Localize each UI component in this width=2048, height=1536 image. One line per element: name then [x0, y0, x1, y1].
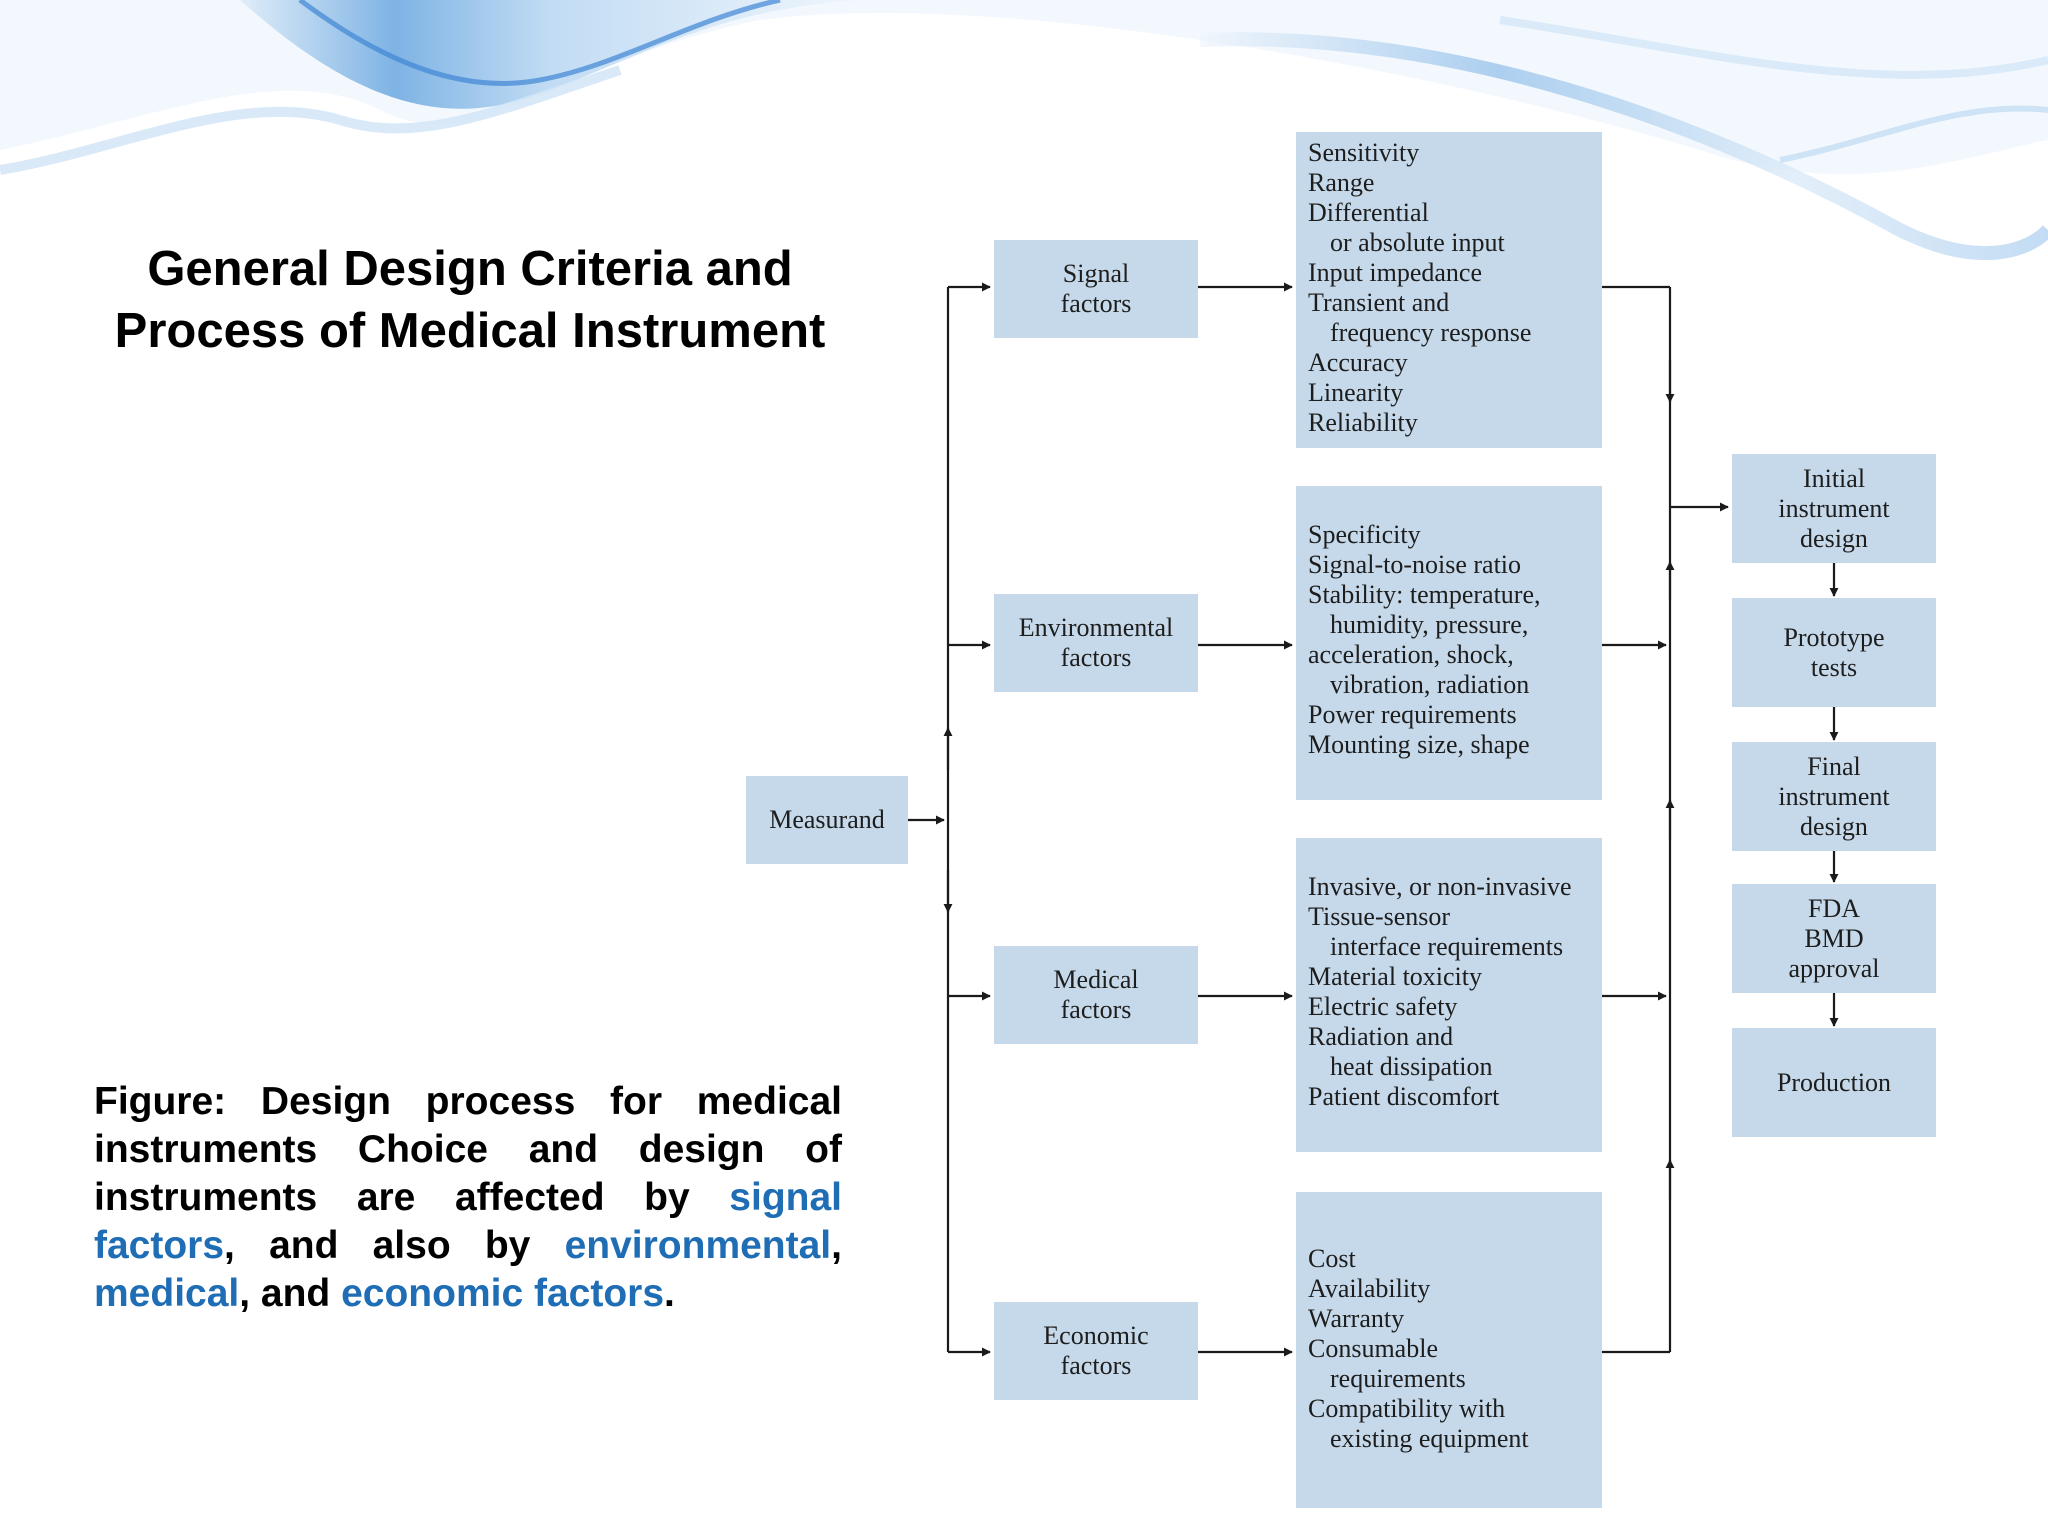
- criteria-item: acceleration, shock,: [1308, 640, 1514, 669]
- environmental-factors-box: Environmental factors: [994, 594, 1198, 692]
- criteria-item: Patient discomfort: [1308, 1082, 1500, 1111]
- criteria-item: Linearity: [1308, 378, 1404, 407]
- signal-factors-label: Signal factors: [1060, 259, 1132, 318]
- background-swoosh: [0, 0, 2048, 261]
- criteria-item: Differential: [1308, 198, 1429, 227]
- criteria-item: Power requirements: [1308, 700, 1517, 729]
- criteria-item: Specificity: [1308, 520, 1421, 549]
- caption-text: , and also by: [224, 1224, 565, 1267]
- criteria-item: Signal-to-noise ratio: [1308, 550, 1522, 579]
- criteria-item: Mounting size, shape: [1308, 730, 1530, 759]
- economic-factors-label: Economic factors: [1043, 1321, 1149, 1380]
- criteria-item: Compatibility with: [1308, 1394, 1506, 1423]
- caption-text: ,: [831, 1224, 842, 1267]
- criteria-item: interface requirements: [1330, 932, 1564, 961]
- criteria-item: Cost: [1308, 1244, 1356, 1273]
- criteria-item: Tissue-sensor: [1308, 902, 1451, 931]
- environmental-factors-label: Environmental factors: [1018, 613, 1174, 672]
- criteria-item: frequency response: [1330, 318, 1532, 347]
- initial-design-box: Initial instrument design: [1732, 454, 1936, 563]
- criteria-item: Stability: temperature,: [1308, 580, 1541, 609]
- criteria-item: Invasive, or non-invasive: [1308, 872, 1572, 901]
- criteria-item: Accuracy: [1308, 348, 1408, 377]
- prototype-tests-box: Prototype tests: [1732, 598, 1936, 707]
- caption-text: Figure: Design process for medical instr…: [94, 1080, 842, 1219]
- signal-factors-box: Signal factors: [994, 240, 1198, 338]
- measurand-label: Measurand: [769, 805, 885, 834]
- prototype-tests-label: Prototype tests: [1783, 622, 1885, 682]
- caption-highlight-environmental: environmental: [564, 1224, 832, 1267]
- page-title: General Design Criteria and Process of M…: [114, 242, 826, 358]
- medical-factors-box: Medical factors: [994, 946, 1198, 1044]
- criteria-item: Electric safety: [1308, 992, 1458, 1021]
- production-label: Production: [1776, 1067, 1892, 1097]
- fda-approval-box: FDA BMD approval: [1732, 884, 1936, 993]
- environmental-criteria-box: Specificity Signal-to-noise ratio Stabil…: [1296, 486, 1602, 800]
- criteria-item: vibration, radiation: [1330, 670, 1530, 699]
- final-design-box: Final instrument design: [1732, 742, 1936, 851]
- criteria-item: existing equipment: [1330, 1424, 1529, 1453]
- criteria-item: Availability: [1308, 1274, 1431, 1303]
- criteria-item: Range: [1308, 168, 1375, 197]
- caption-text: .: [664, 1272, 675, 1315]
- initial-design-label: Initial instrument design: [1778, 463, 1890, 553]
- criteria-item: heat dissipation: [1330, 1052, 1493, 1081]
- criteria-item: humidity, pressure,: [1330, 610, 1529, 639]
- criteria-item: Sensitivity: [1308, 138, 1420, 167]
- medical-factors-label: Medical factors: [1053, 965, 1139, 1024]
- criteria-item: Consumable: [1308, 1334, 1438, 1363]
- economic-criteria-box: Cost Availability Warranty Consumable re…: [1296, 1192, 1602, 1508]
- production-box: Production: [1732, 1028, 1936, 1137]
- criteria-item: Reliability: [1308, 408, 1418, 437]
- measurand-box: Measurand: [746, 776, 908, 864]
- criteria-item: Warranty: [1308, 1304, 1405, 1333]
- medical-criteria-box: Invasive, or non-invasive Tissue-sensor …: [1296, 838, 1602, 1152]
- criteria-item: Material toxicity: [1308, 962, 1483, 991]
- fda-approval-label: FDA BMD approval: [1788, 893, 1880, 983]
- caption-highlight-medical: medical: [94, 1272, 240, 1315]
- final-design-label: Final instrument design: [1778, 751, 1890, 841]
- criteria-item: or absolute input: [1330, 228, 1505, 257]
- figure-caption: Figure: Design process for medical instr…: [94, 1078, 842, 1318]
- caption-text: , and: [239, 1272, 342, 1315]
- criteria-item: Radiation and: [1308, 1022, 1454, 1051]
- caption-highlight-signal: signal factors: [94, 1176, 842, 1267]
- criteria-item: Input impedance: [1308, 258, 1482, 287]
- criteria-item: Transient and: [1308, 288, 1450, 317]
- caption-highlight-economic: economic factors: [341, 1272, 665, 1315]
- economic-factors-box: Economic factors: [994, 1302, 1198, 1400]
- signal-criteria-box: Sensitivity Range Differential or absolu…: [1296, 132, 1602, 448]
- criteria-item: requirements: [1330, 1364, 1466, 1393]
